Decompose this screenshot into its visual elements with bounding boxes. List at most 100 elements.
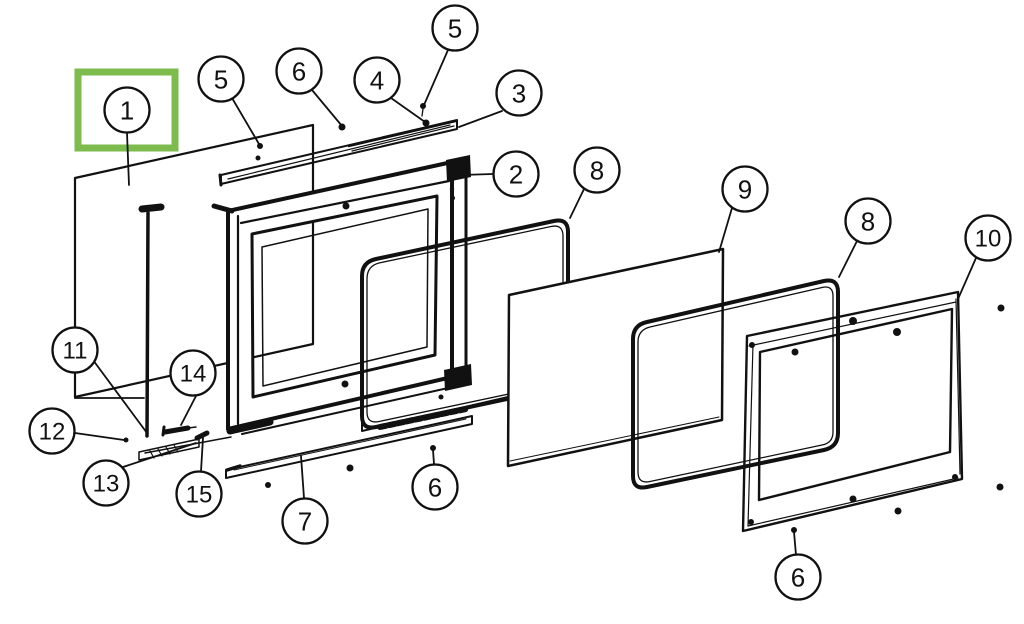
balloon-circle[interactable]: [82, 459, 130, 507]
part-3-top-strip: [218, 108, 458, 187]
screw-dot: [849, 317, 857, 325]
leader-line: [390, 97, 426, 123]
screw-dot: [123, 437, 129, 443]
balloon-circle[interactable]: [169, 349, 217, 397]
leader-line: [423, 49, 449, 106]
balloon-circle[interactable]: [492, 150, 540, 198]
balloon-number: 7: [298, 506, 312, 536]
part-1-outer-panel: [73, 123, 315, 399]
balloon-number: 6: [292, 56, 306, 86]
callout-balloon-10[interactable]: 10: [964, 214, 1012, 262]
callout-balloon-5[interactable]: 5: [431, 4, 479, 52]
balloon-number: 13: [93, 471, 120, 498]
leader-line: [957, 257, 977, 300]
callout-balloon-12[interactable]: 12: [28, 407, 76, 455]
balloon-circle[interactable]: [281, 497, 329, 545]
part-9-glass-panel: [506, 247, 725, 468]
callout-balloon-11[interactable]: 11: [51, 326, 99, 374]
callout-balloon-1-selected[interactable]: 1: [103, 86, 151, 134]
balloon-circle[interactable]: [431, 4, 479, 52]
screw-dot: [748, 519, 754, 525]
leader-line: [311, 89, 343, 127]
screw-dot: [996, 483, 1004, 491]
balloon-circle[interactable]: [495, 69, 543, 117]
screw-dot: [997, 304, 1005, 312]
balloon-number: 3: [512, 78, 526, 108]
callout-balloon-5[interactable]: 5: [197, 55, 245, 103]
screw-dot: [849, 495, 857, 503]
callout-balloon-6[interactable]: 6: [411, 463, 459, 511]
callout-balloon-6[interactable]: 6: [774, 553, 822, 601]
leader-line: [180, 395, 197, 426]
part-8-gasket-rear: [631, 278, 840, 490]
screw-dot: [894, 507, 902, 515]
callout-balloon-7[interactable]: 7: [281, 497, 329, 545]
leader-line: [300, 455, 305, 499]
balloon-number: 15: [186, 482, 213, 509]
screw-dot: [338, 123, 346, 131]
balloon-circle[interactable]: [275, 47, 323, 95]
leader-line: [793, 531, 797, 556]
part-11-rod: [138, 203, 165, 438]
balloon-number: 12: [39, 419, 66, 446]
balloon-circle[interactable]: [573, 146, 621, 194]
screw-dot: [791, 527, 797, 533]
balloon-circle[interactable]: [175, 470, 223, 518]
leader-line: [838, 240, 858, 278]
callout-balloon-15[interactable]: 15: [175, 470, 223, 518]
balloon-circle[interactable]: [28, 407, 76, 455]
screw-dot: [430, 445, 436, 451]
leader-line: [126, 132, 130, 186]
leader-line: [200, 437, 204, 472]
balloon-number: 11: [63, 338, 88, 365]
balloon-number: 8: [590, 155, 604, 185]
balloon-number: 4: [370, 65, 384, 95]
screw-dot: [791, 348, 799, 356]
callout-balloon-4[interactable]: 4: [353, 56, 401, 104]
leader-lines: [74, 49, 977, 556]
callout-balloon-9[interactable]: 9: [721, 165, 769, 213]
balloon-circle[interactable]: [353, 56, 401, 104]
balloon-number: 6: [791, 562, 805, 592]
leader-line: [460, 173, 494, 176]
leader-line: [92, 359, 148, 434]
callout-balloon-6[interactable]: 6: [275, 47, 323, 95]
part-7-bottom-strip: [225, 415, 473, 479]
balloon-circle[interactable]: [774, 553, 822, 601]
leader-line: [718, 207, 733, 253]
leader-line: [569, 188, 585, 219]
callout-balloon-14[interactable]: 14: [169, 349, 217, 397]
balloon-number: 14: [180, 361, 207, 388]
leader-line: [119, 442, 197, 469]
balloon-number: 2: [509, 159, 523, 189]
callout-balloon-2[interactable]: 2: [492, 150, 540, 198]
balloon-number: 5: [448, 13, 462, 43]
balloon-number: 1: [120, 95, 134, 125]
leader-line: [458, 110, 503, 128]
screw-dot: [952, 474, 958, 480]
balloon-circle[interactable]: [197, 55, 245, 103]
balloon-number: 8: [861, 206, 875, 236]
balloon-circle[interactable]: [103, 86, 151, 134]
balloon-circle[interactable]: [51, 326, 99, 374]
callout-balloon-13[interactable]: 13: [82, 459, 130, 507]
screw-dot: [451, 196, 455, 200]
balloon-circle[interactable]: [964, 214, 1012, 262]
screw-dot: [893, 328, 901, 336]
balloon-circle[interactable]: [721, 165, 769, 213]
balloon-circle[interactable]: [844, 197, 892, 245]
balloon-number: 5: [214, 64, 228, 94]
callout-balloon-8[interactable]: 8: [844, 197, 892, 245]
balloon-number: 9: [738, 174, 752, 204]
balloon-circle[interactable]: [411, 463, 459, 511]
screw-dot: [341, 380, 349, 388]
screw-dot: [342, 202, 350, 210]
callout-balloon-8[interactable]: 8: [573, 146, 621, 194]
callout-balloon-3[interactable]: 3: [495, 69, 543, 117]
screw-dot: [438, 394, 444, 400]
screw-dot: [265, 482, 271, 488]
balloon-number: 10: [975, 226, 1002, 253]
